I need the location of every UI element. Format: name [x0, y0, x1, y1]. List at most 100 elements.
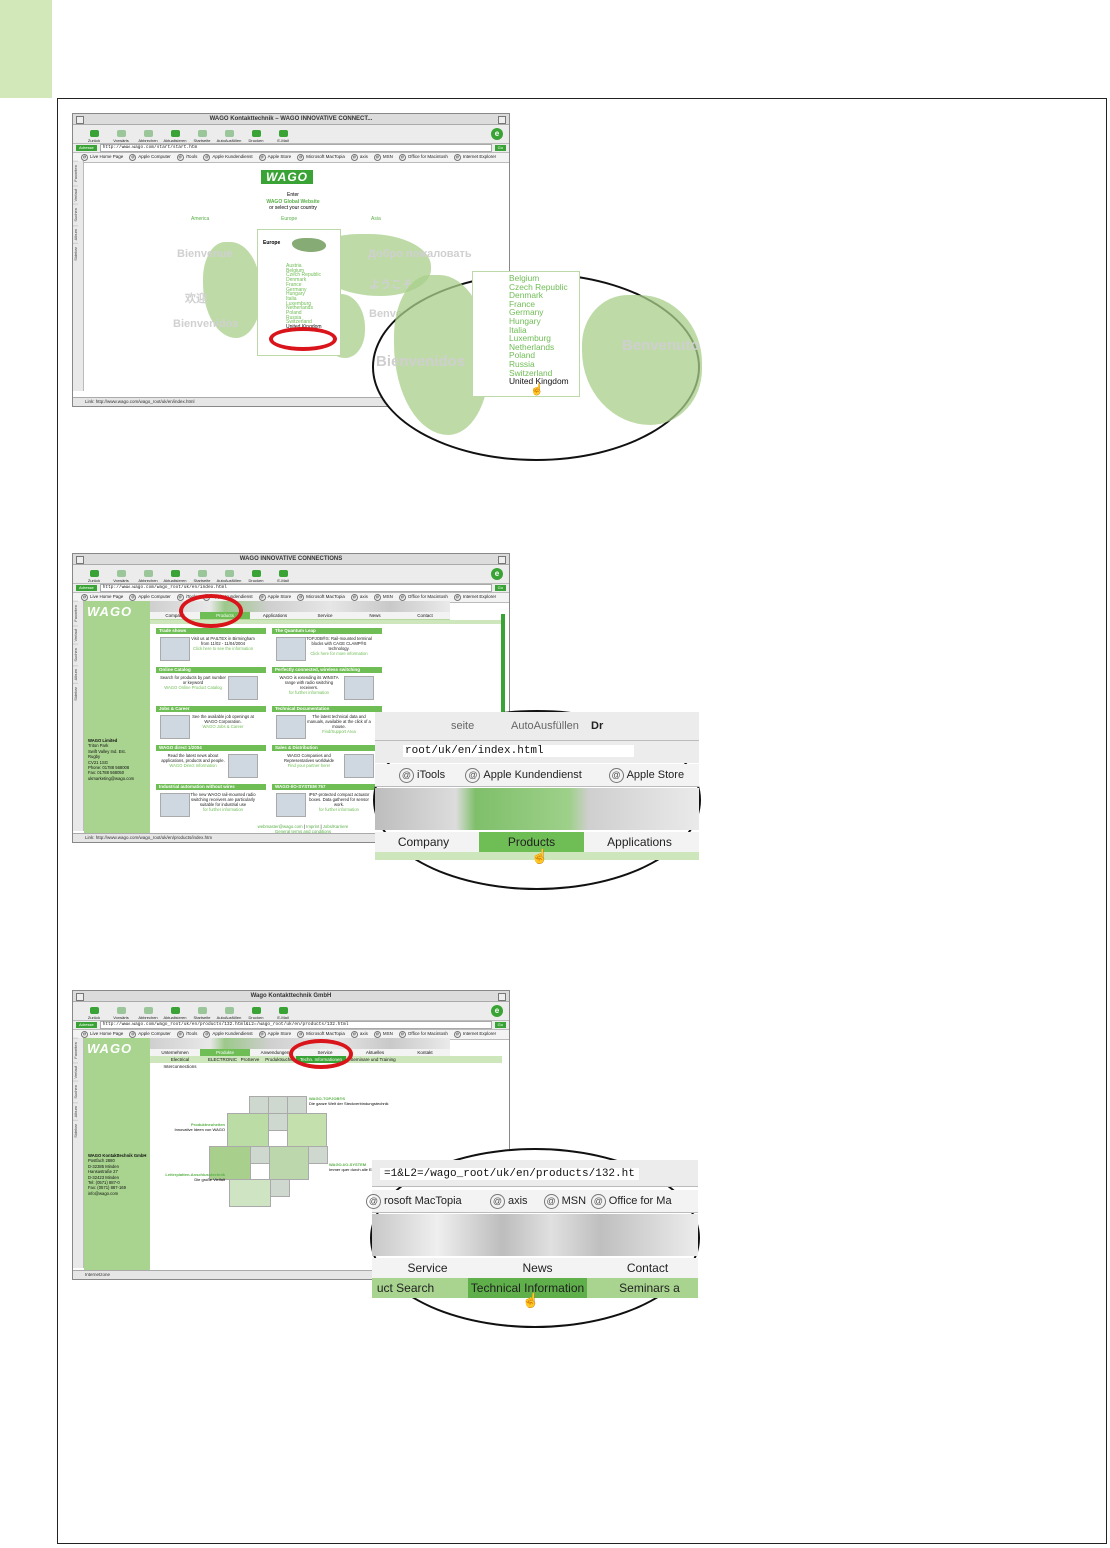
go-button[interactable]: Go	[494, 145, 506, 151]
sub-nav-tab[interactable]: Technical Information	[468, 1278, 587, 1298]
favorite-link[interactable]: Office for Ma	[608, 1195, 672, 1207]
country-option[interactable]: Netherlands	[509, 341, 555, 352]
print-button[interactable]: Drucken	[245, 130, 267, 143]
url-fragment[interactable]: root/uk/en/index.html	[403, 745, 634, 757]
sidetab-search[interactable]: Suchen	[73, 204, 78, 225]
collage-tile[interactable]	[308, 1146, 328, 1164]
section-thumbnail[interactable]	[228, 676, 258, 700]
forward-button[interactable]: Vorwärts	[110, 1007, 132, 1020]
favorite-link[interactable]: axis	[351, 1031, 368, 1038]
country-option[interactable]: France	[286, 281, 302, 288]
wago-logo[interactable]: WAGO	[261, 170, 313, 184]
sidetab-history[interactable]: Verlauf	[73, 184, 78, 205]
collage-tile[interactable]	[287, 1113, 327, 1147]
country-option[interactable]: France	[509, 298, 536, 309]
section-thumbnail[interactable]	[276, 637, 306, 661]
back-button[interactable]: Zurück	[83, 130, 105, 143]
nav-tab[interactable]: Contact	[417, 613, 433, 618]
country-option[interactable]: Poland	[509, 350, 536, 361]
collage-tile[interactable]	[229, 1179, 271, 1207]
sub-nav-tab[interactable]: Electrical Interconnections	[163, 1057, 197, 1069]
section-link[interactable]: for further information	[318, 807, 360, 812]
country-option[interactable]: Luxemburg	[286, 300, 312, 307]
region-europe[interactable]: Europe	[281, 216, 298, 222]
autofill-button[interactable]: AutoAusfüllen	[217, 130, 241, 143]
favorite-link[interactable]: MSN	[561, 1195, 587, 1207]
favorite-link[interactable]: Apple Kundendienst	[203, 154, 252, 161]
sidetab-sidebar[interactable]: Sidebar	[73, 243, 78, 264]
country-option[interactable]: Netherlands	[286, 305, 313, 312]
section-thumbnail[interactable]	[160, 637, 190, 661]
favorite-link[interactable]: iTools	[417, 769, 446, 781]
favorite-link[interactable]: Apple Kundendienst	[483, 769, 582, 781]
nav-tab[interactable]: News	[369, 613, 381, 618]
sub-nav-tab[interactable]: ELECTRONIC	[208, 1057, 238, 1062]
sub-nav-tab[interactable]: ProServe	[240, 1057, 260, 1062]
favorite-link[interactable]: Live Home Page	[81, 594, 123, 601]
sidetab-sidebar[interactable]: Sidebar	[73, 683, 78, 704]
favorite-link[interactable]: Office for Macintosh	[399, 594, 448, 601]
country-option[interactable]: Italia	[286, 295, 297, 302]
country-option[interactable]: Luxemburg	[509, 333, 551, 344]
country-option[interactable]: Belgium	[509, 273, 540, 283]
favorite-link[interactable]: Microsoft MacTopia	[297, 594, 345, 601]
country-option[interactable]: Hungary	[509, 315, 541, 326]
home-button[interactable]: Startseite	[191, 570, 213, 583]
favorite-link[interactable]: Microsoft MacTopia	[297, 1031, 345, 1038]
autofill-label[interactable]: AutoAusfüllen	[511, 720, 579, 732]
nav-tab[interactable]: Produkte	[200, 1049, 250, 1056]
refresh-button[interactable]: Aktualisieren	[164, 1007, 186, 1020]
home-button[interactable]: Startseite	[191, 1007, 213, 1020]
forward-button[interactable]: Vorwärts	[110, 570, 132, 583]
close-box-icon[interactable]	[76, 116, 84, 124]
country-option[interactable]: Poland	[286, 310, 302, 317]
forward-button[interactable]: Vorwärts	[110, 130, 132, 143]
close-box-icon[interactable]	[76, 556, 84, 564]
wago-logo[interactable]: WAGO	[87, 604, 133, 619]
collage-tile[interactable]	[269, 1146, 309, 1180]
country-option[interactable]: Hungary	[286, 291, 305, 298]
country-option[interactable]: Denmark	[286, 277, 307, 284]
mail-button[interactable]: E-Mail	[272, 570, 294, 583]
favorite-link[interactable]: axis	[351, 154, 368, 161]
mail-button[interactable]: E-Mail	[272, 130, 294, 143]
favorite-link[interactable]: MSN	[374, 1031, 393, 1038]
favorite-link[interactable]: Apple Store	[259, 594, 292, 601]
sidetab-search[interactable]: Suchen	[73, 644, 78, 665]
sub-nav-tab[interactable]: Produktsuche	[265, 1057, 293, 1062]
section-thumbnail[interactable]	[160, 715, 190, 739]
nav-tab[interactable]: Kontakt	[417, 1050, 433, 1055]
section-thumbnail[interactable]	[276, 793, 306, 817]
collage-tile[interactable]	[227, 1113, 269, 1147]
nav-tab[interactable]: Service	[317, 613, 333, 618]
autofill-button[interactable]: AutoAusfüllen	[217, 1007, 241, 1020]
section-link[interactable]: WAGO Jobs & Career	[202, 724, 244, 729]
country-option[interactable]: Switzerland	[509, 367, 553, 378]
collage-tile[interactable]	[270, 1179, 290, 1197]
nav-tab[interactable]: Applications	[262, 613, 288, 618]
zoom-box-icon[interactable]	[498, 993, 506, 1001]
country-option[interactable]: Italia	[509, 324, 527, 335]
collage-tile[interactable]	[249, 1096, 269, 1114]
region-america[interactable]: America	[191, 216, 210, 222]
favorite-link[interactable]: Internet Explorer	[454, 154, 496, 161]
print-label[interactable]: Dr	[591, 720, 604, 732]
global-website-link[interactable]: WAGO Global Website	[266, 198, 320, 205]
nav-tab[interactable]: Products	[479, 832, 584, 852]
close-box-icon[interactable]	[76, 993, 84, 1001]
country-option[interactable]: Belgium	[286, 267, 305, 274]
favorite-link[interactable]: iTools	[177, 154, 198, 161]
section-link[interactable]: Find your partner here!	[287, 763, 331, 768]
country-option[interactable]: Germany	[286, 286, 307, 293]
go-button[interactable]: Go	[494, 1022, 506, 1028]
stop-button[interactable]: Abbrechen	[137, 130, 159, 143]
favorite-link[interactable]: Microsoft MacTopia	[297, 154, 345, 161]
favorite-link[interactable]: Live Home Page	[81, 154, 123, 161]
sub-nav-tab[interactable]: Seminars a	[619, 1281, 680, 1295]
collage-tile[interactable]	[250, 1146, 270, 1164]
footer-terms-link[interactable]: General terms and conditions	[274, 829, 332, 834]
favorite-link[interactable]: Internet Explorer	[454, 1031, 496, 1038]
favorite-link[interactable]: rosoft MacTopia	[384, 1195, 462, 1207]
